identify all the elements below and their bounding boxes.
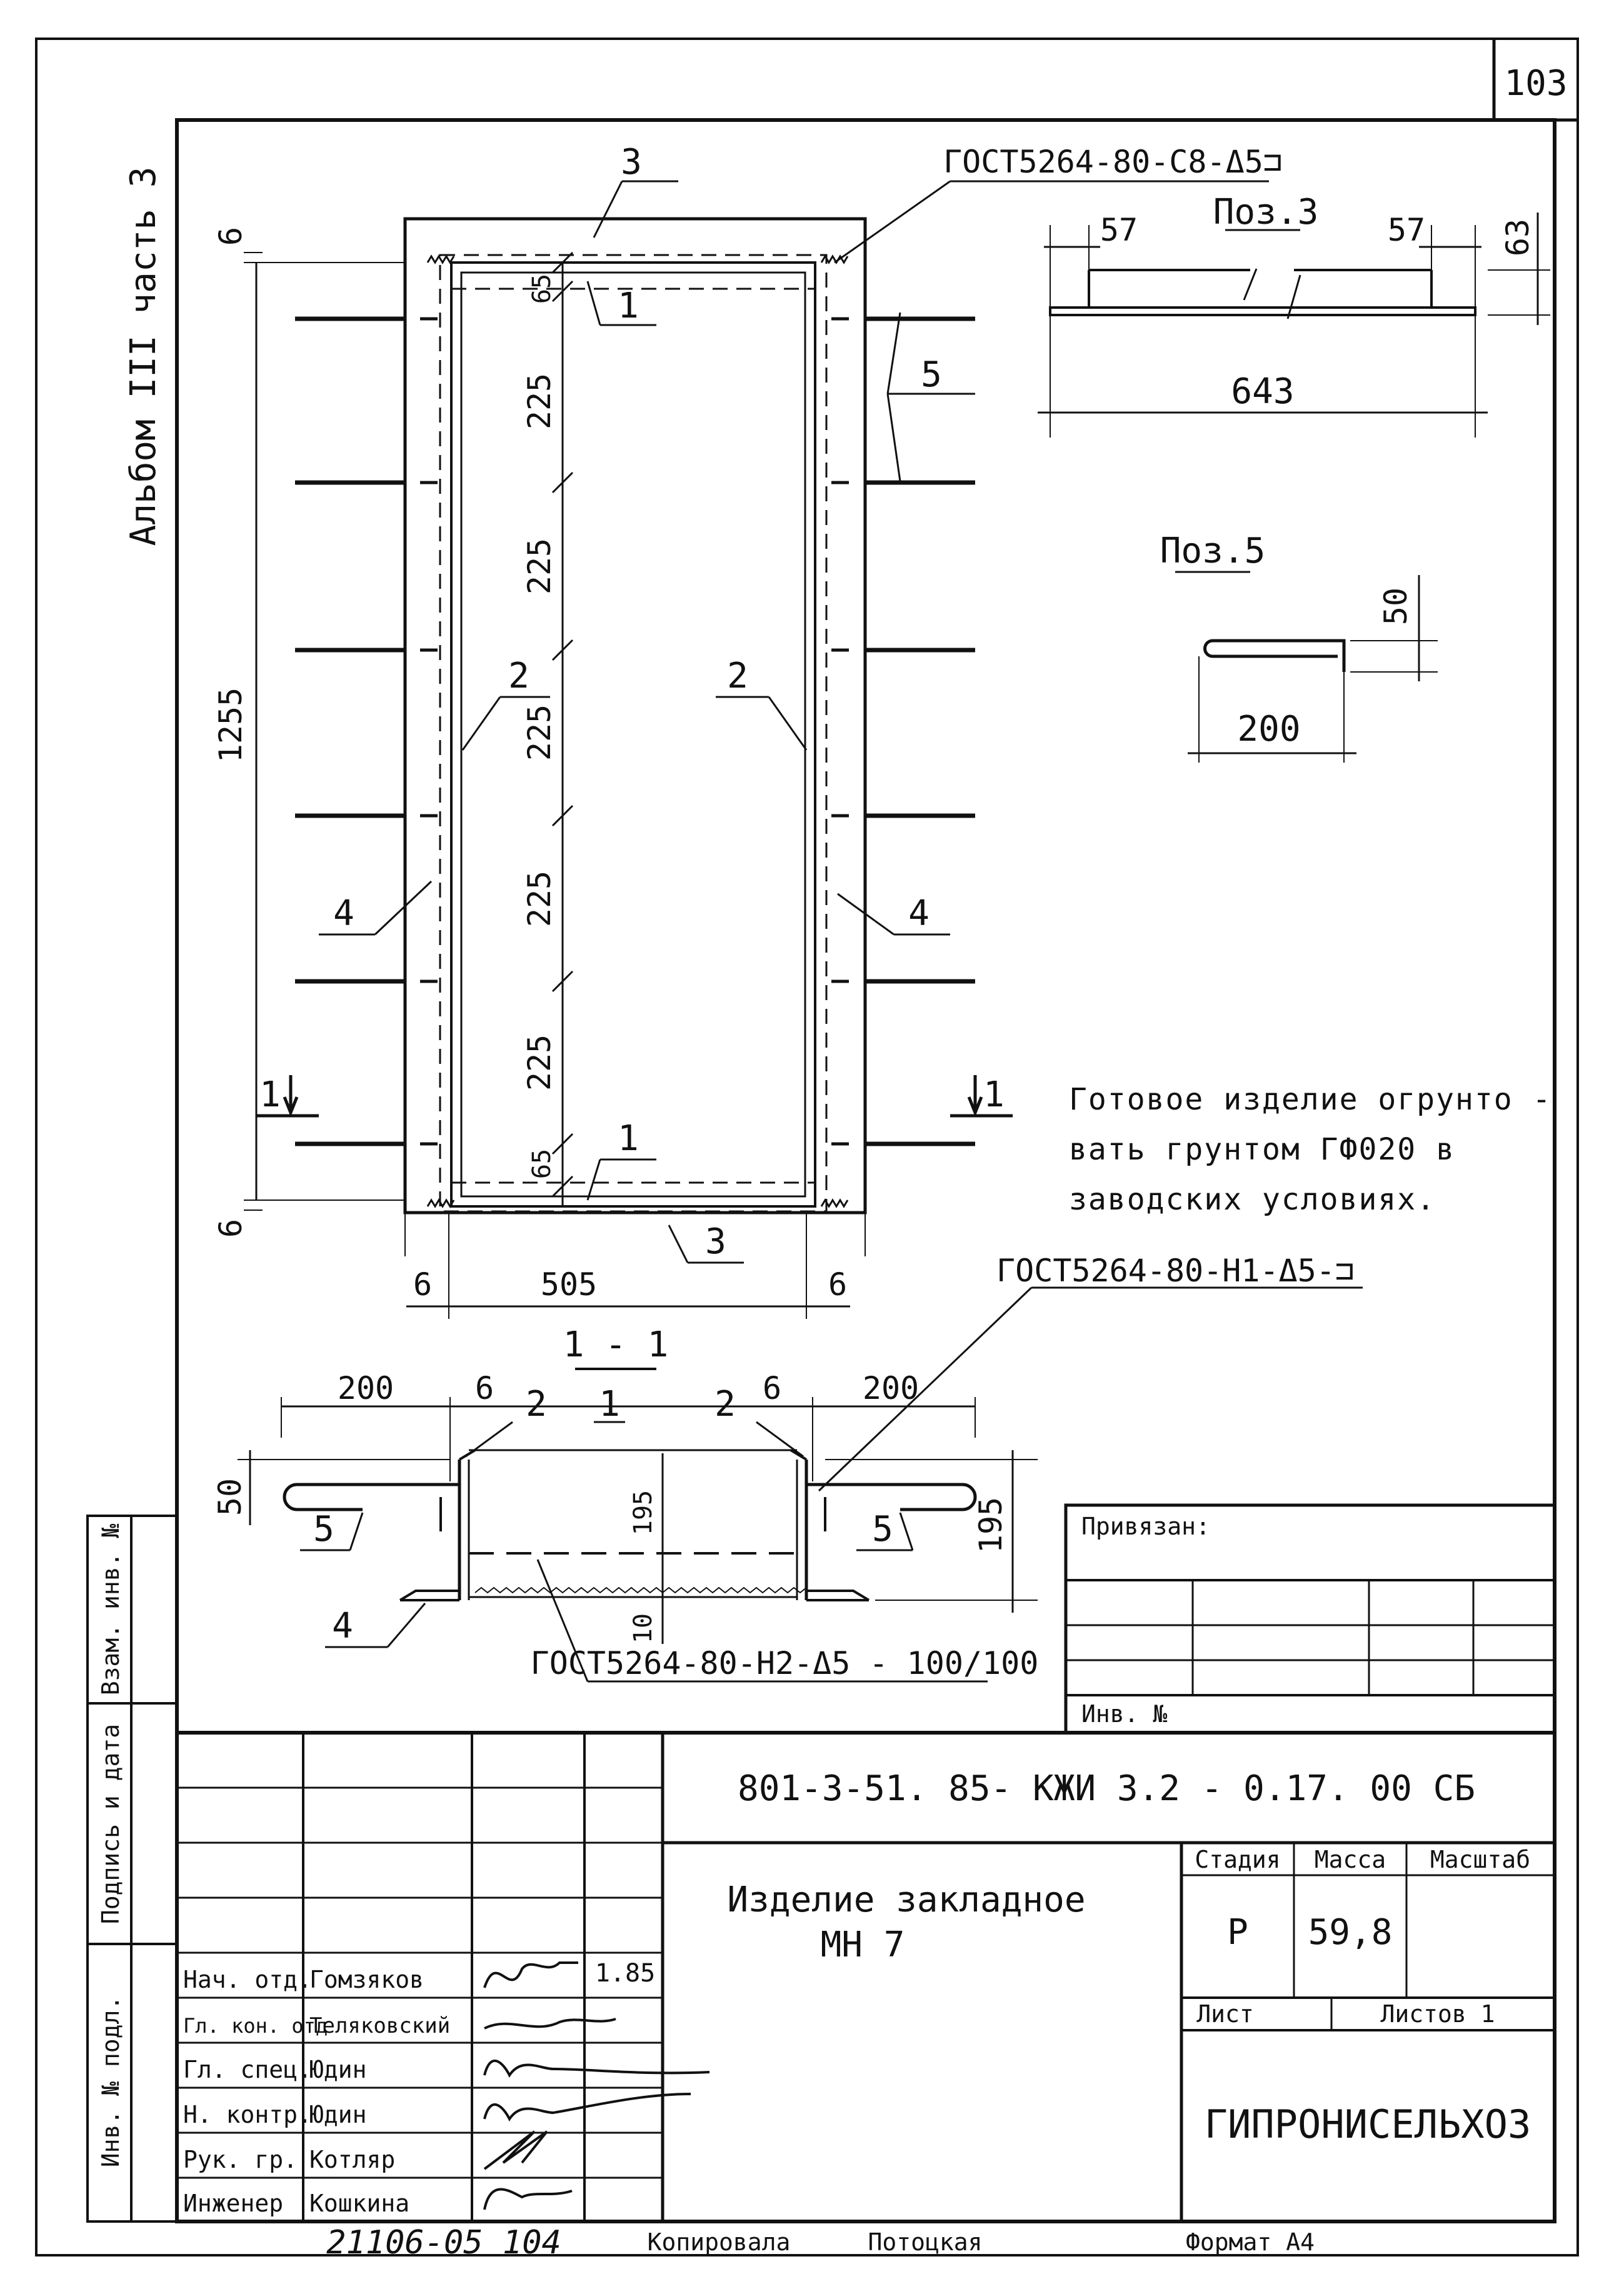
doc-code: 801-3-51. 85- КЖИ 3.2 - 0.17. 00 СБ [738, 1768, 1475, 1809]
signature-marks [483, 1961, 710, 2210]
sheet-label: Лист [1196, 2000, 1254, 2028]
section-callout-1: 1 [599, 1384, 620, 1425]
role-1: Нач. отд. [183, 1966, 312, 1993]
callout-pos2-left: 2 [508, 656, 529, 696]
inv-label: Инв. № [1081, 1700, 1167, 1728]
pos3-dim-length: 643 [1231, 371, 1294, 412]
section-dim-6-right: 6 [763, 1370, 781, 1406]
weld-note-top: ГОСТ5264-80-С8-Δ5⊐ [943, 144, 1282, 180]
section-dim-195-inner: 195 [629, 1490, 658, 1535]
dim-left-offset: 6 [413, 1266, 432, 1303]
section-cut-marks [256, 1075, 1013, 1118]
pos5-detail-drawing [1175, 571, 1438, 763]
callout-pos2-right: 2 [727, 656, 748, 696]
pos5-dim-length: 200 [1237, 709, 1300, 749]
section-title: 1 - 1 [563, 1325, 669, 1365]
section-mark-right: 1 [983, 1074, 1005, 1115]
dim-pitch-2: 225 [521, 538, 558, 594]
section-callout-2-left: 2 [526, 1384, 547, 1425]
dim-edge-top: 65 [528, 274, 556, 304]
footer-copier: Потоцкая [868, 2228, 982, 2256]
footer-format: Формат А4 [1186, 2228, 1315, 2256]
scale-header: Масштаб [1430, 1846, 1530, 1873]
left-strip-vzam: Взам. инв. № [97, 1524, 124, 1696]
section-weld-top: ГОСТ5264-80-Н1-Δ5-⊐ [996, 1253, 1354, 1289]
section-dim-200-right: 200 [863, 1370, 919, 1406]
note-line-1: Готовое изделие огрунто - [1069, 1082, 1551, 1117]
pos3-dim-right: 57 [1388, 212, 1425, 248]
dim-pitch-1: 225 [521, 373, 558, 429]
section-callout-2-right: 2 [714, 1384, 736, 1425]
section-dim-50: 50 [212, 1478, 248, 1516]
pos3-dim-height: 63 [1500, 219, 1536, 256]
callout-pos3-top: 3 [621, 142, 642, 183]
section-dim-6-left: 6 [475, 1370, 494, 1406]
callout-pos4-right: 4 [908, 893, 930, 934]
sheets-label: Листов 1 [1380, 2000, 1495, 2028]
item-name: Изделие закладное [727, 1880, 1085, 1920]
pos3-title: Поз.3 [1213, 192, 1319, 233]
name-6: Кошкина [309, 2190, 409, 2217]
callout-pos4-left: 4 [333, 893, 354, 934]
section-callout-4: 4 [332, 1606, 353, 1646]
stage-value: Р [1227, 1912, 1248, 1953]
role-3: Гл. спец. [183, 2056, 312, 2083]
role-5: Рук. гр. [183, 2146, 298, 2173]
section-mark-left: 1 [259, 1074, 281, 1115]
mass-header: Масса [1315, 1846, 1386, 1873]
callout-pos1-top: 1 [618, 286, 639, 326]
title-block-grid [175, 1731, 1556, 2223]
pos5-title: Поз.5 [1160, 531, 1266, 571]
role-4: Н. контр. [183, 2101, 312, 2128]
note-line-2: вать грунтом ГФ020 в [1069, 1132, 1455, 1167]
footer-number: 21106-05 104 [326, 2224, 561, 2261]
name-1: Гомзяков [309, 1966, 424, 1993]
section-dim-200-left: 200 [338, 1370, 394, 1406]
section-callout-5-right: 5 [872, 1509, 893, 1550]
name-5: Котляр [309, 2146, 395, 2173]
sheet-number: 103 [1504, 63, 1567, 104]
privyazan-label: Привязан: [1081, 1513, 1210, 1540]
main-plan-view [244, 217, 975, 1319]
album-label: Альбом III часть 3 [123, 167, 164, 546]
pos3-detail-drawing [1038, 213, 1550, 438]
dim-pitch-3: 225 [521, 704, 558, 761]
stage-header: Стадия [1195, 1846, 1280, 1873]
section-drawing [238, 1286, 1363, 1683]
pos5-dim-height: 50 [1378, 588, 1414, 625]
section-dim-195-outer: 195 [973, 1497, 1009, 1553]
callout-pos5: 5 [921, 354, 942, 395]
name-3: Юдин [309, 2056, 367, 2083]
dim-total-height: 1255 [213, 688, 249, 763]
callout-pos3-bottom: 3 [705, 1221, 726, 1262]
pos3-dim-left: 57 [1100, 212, 1138, 248]
dim-right-offset: 6 [828, 1266, 847, 1303]
section-callout-5-left: 5 [313, 1509, 334, 1550]
dim-edge-bottom: 65 [528, 1149, 556, 1179]
dim-pitch-4: 225 [521, 871, 558, 927]
section-weld-bottom: ГОСТ5264-80-Н2-Δ5 - 100/100 [531, 1645, 1039, 1681]
item-mark: МН 7 [821, 1925, 905, 1965]
left-strip-inv-podl: Инв. № подл. [97, 1996, 124, 2168]
organization: ГИПРОНИСЕЛЬХОЗ [1205, 2101, 1531, 2147]
mass-value: 59,8 [1308, 1912, 1393, 1953]
role-6: Инженер [183, 2190, 283, 2217]
dim-width: 505 [541, 1266, 597, 1303]
name-4: Юдин [309, 2101, 367, 2128]
footer-copied: Копировала [648, 2228, 791, 2256]
section-dim-10: 10 [629, 1613, 658, 1643]
note-line-3: заводских условиях. [1069, 1182, 1436, 1217]
signed-date: 1.85 [595, 1959, 655, 1988]
callout-pos1-bottom: 1 [618, 1118, 639, 1159]
role-2: Гл. кон. отд [183, 2014, 328, 2038]
left-strip-podpis: Подпись и дата [97, 1724, 124, 1924]
privyazan-table [1064, 1503, 1556, 1735]
dim-pitch-5: 225 [521, 1034, 558, 1091]
dim-offset-bottom: 6 [213, 1219, 249, 1238]
main-callout-leaders [319, 180, 1269, 1264]
dim-offset-top: 6 [213, 227, 249, 246]
name-2: Теляковский [309, 2013, 450, 2038]
